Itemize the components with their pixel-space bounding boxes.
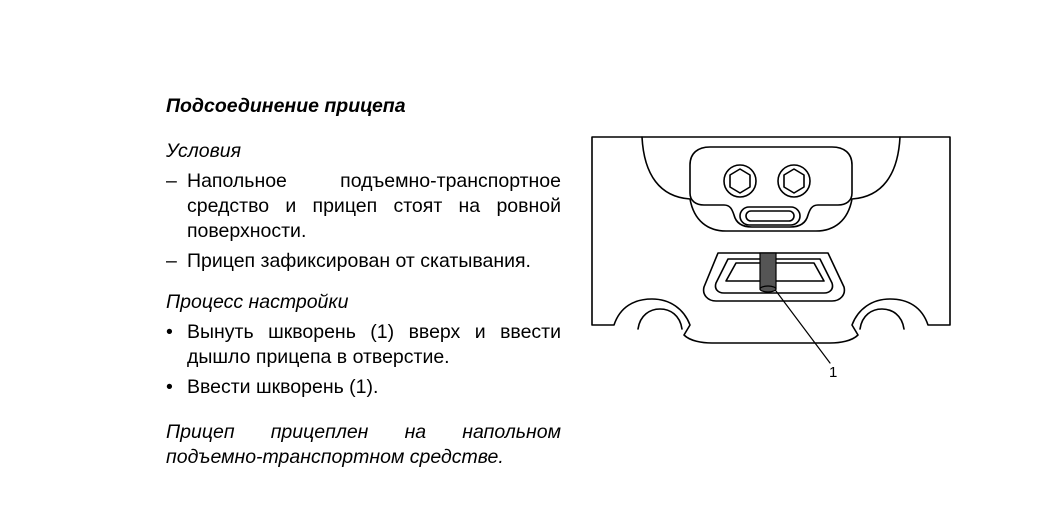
result-statement: Прицеп прицеплен на напольном подъемно-т… — [166, 420, 561, 470]
dash-marker: – — [166, 250, 177, 272]
coupling-pin — [759, 252, 777, 290]
list-item-text: Ввести шкворень (1). — [187, 376, 379, 398]
list-item: • Вынуть шкворень (1) вверх и ввести дыш… — [166, 320, 561, 370]
process-heading: Процесс настройки — [166, 291, 349, 313]
socket-mouth-recess — [725, 262, 825, 282]
list-item-text: Напольное подъемно-транспортное средство… — [187, 170, 561, 242]
left-arch — [637, 308, 683, 330]
list-item: – Напольное подъемно-транспортное средст… — [166, 169, 561, 244]
conditions-heading: Условия — [166, 140, 242, 162]
bullet-marker: • — [166, 376, 173, 398]
conditions-list: – Напольное подъемно-транспортное средст… — [166, 169, 561, 274]
list-item: • Ввести шкворень (1). — [166, 375, 561, 400]
left-bolt-hex — [729, 168, 751, 194]
bumper-outline — [591, 136, 951, 344]
list-item-text: Прицеп зафиксирован от скатывания. — [187, 250, 531, 272]
callout-label: 1 — [829, 364, 838, 381]
dash-marker: – — [166, 170, 177, 192]
left-bolt — [723, 164, 757, 198]
right-bolt-hex — [783, 168, 805, 194]
callout-leader-line — [769, 282, 831, 364]
socket-mouth-outer — [702, 252, 846, 302]
coupling-pin-end — [759, 285, 777, 293]
section-title: Подсоединение прицепа — [166, 95, 406, 117]
result-line: подъемно-транспортном средстве. — [166, 446, 504, 468]
right-arch — [859, 308, 905, 330]
oval-slot-inner — [745, 210, 795, 222]
bullet-marker: • — [166, 321, 173, 343]
oval-slot — [739, 206, 801, 226]
process-list: • Вынуть шкворень (1) вверх и ввести дыш… — [166, 320, 561, 400]
right-bolt — [777, 164, 811, 198]
instruction-text: Подсоединение прицепа Условия – Напольно… — [166, 94, 561, 470]
result-line: Прицеп прицеплен на напольном — [166, 421, 561, 443]
coupling-head — [689, 146, 853, 228]
socket-mouth-inner — [714, 258, 834, 294]
list-item-text: Вынуть шкворень (1) вверх и ввести дышло… — [187, 321, 561, 368]
list-item: – Прицеп зафиксирован от скатывания. — [166, 249, 561, 274]
trailer-coupling-illustration — [591, 136, 951, 364]
housing-outline — [641, 136, 901, 232]
